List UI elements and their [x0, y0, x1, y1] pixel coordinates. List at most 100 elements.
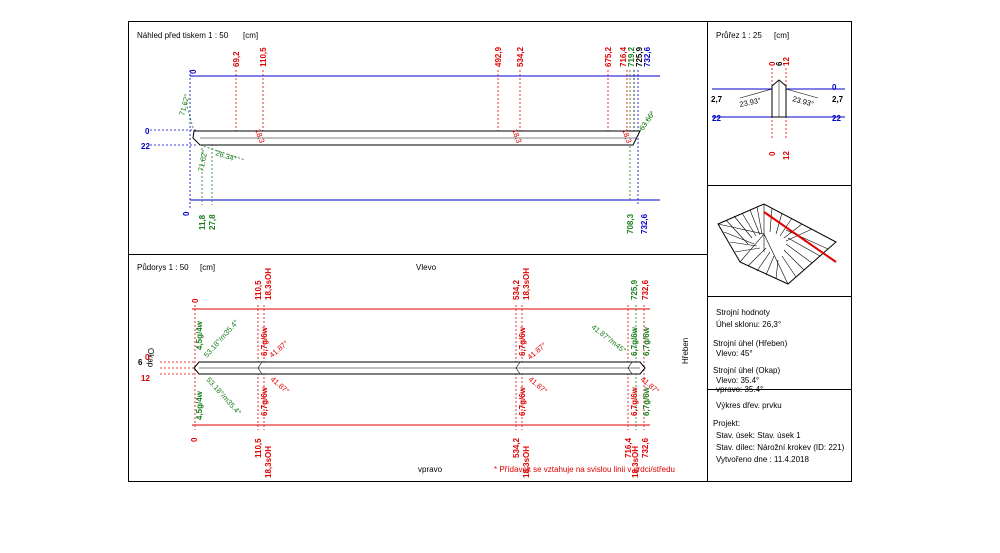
rafter-line: [783, 249, 805, 271]
rafter-line: [717, 223, 765, 235]
rafter-line: [787, 237, 821, 257]
preview-title: Náhled před tiskem 1 : 50: [137, 31, 229, 40]
rafter-line: [739, 233, 765, 263]
tag-67-e: 6,7g/6w: [630, 326, 639, 356]
plan-top-534: 534,2: [512, 279, 521, 300]
plan-bottom-534: 534,2: [512, 437, 521, 458]
rafter-line: [733, 215, 753, 239]
plan-label-hreben: Hřeben: [681, 338, 690, 364]
angle-guide: [185, 102, 195, 132]
dim-top-725: 725,9: [635, 46, 644, 67]
cut-mark: [257, 361, 263, 375]
values-ridge-left: Vlevo: 45°: [716, 349, 753, 358]
tag-67-d: 6,7g/6w: [518, 386, 527, 416]
dim-top-732: 732,6: [643, 46, 652, 67]
values-eave-right: vpravo: 35.4°: [716, 385, 763, 394]
red-guides: [235, 70, 628, 132]
dim-top-492: 492,9: [494, 46, 503, 67]
plan-title: Půdorys 1 : 50: [137, 263, 189, 272]
project-section: Stav. úsek: Stav. úsek 1: [716, 431, 801, 440]
plan-angle-41-d: 41.87°: [527, 375, 549, 396]
frame: [128, 21, 852, 482]
plan-unit: [cm]: [200, 263, 215, 272]
dim-top-110: 110,5: [259, 47, 268, 67]
dim-left-22: 22: [141, 142, 150, 151]
plan-left-12: 12: [141, 374, 150, 383]
plan-angle-left-top: 53.18°/m35.4°: [202, 318, 241, 359]
plan-bottom-716: 716,4: [624, 437, 633, 458]
section-left-27: 2,7: [711, 95, 723, 104]
section-right-0: 0: [832, 83, 837, 92]
plan-bottom-oh-3: 18,3sOH: [631, 446, 640, 478]
project-panel: Výkres dřev. prvku Projekt: Stav. úsek: …: [713, 401, 845, 464]
project-label: Projekt:: [713, 419, 740, 428]
cut-mark: [627, 361, 633, 375]
rafter-line: [756, 251, 771, 272]
dim-top-716: 716,4: [619, 46, 628, 67]
preview-panel: Náhled před tiskem 1 : 50 [cm]: [137, 31, 660, 234]
plan-panel: Půdorys 1 : 50 [cm] Vlevo vpravo Okap Hř…: [137, 263, 690, 478]
values-eave-left: Vlevo: 35.4°: [716, 376, 759, 385]
rafter-line: [729, 241, 758, 247]
plan-left-6: 6: [138, 358, 143, 367]
angle-right: 63.66°: [637, 109, 657, 132]
tag-67-f: 6,7g/6w: [630, 386, 639, 416]
plan-red-guides: [160, 305, 645, 430]
section-title: Průřez 1 : 25: [716, 31, 762, 40]
plan-top-0: 0: [191, 298, 200, 303]
rafter-line: [747, 247, 767, 267]
values-eave-title: Strojní úhel (Okap): [713, 366, 780, 375]
project-element: Stav. dílec: Nárožní krokev (ID: 221): [716, 443, 845, 452]
section-angle-left-label: 23.93°: [739, 96, 762, 109]
rafter-line: [734, 247, 761, 253]
dim-top-0: 0: [189, 69, 198, 74]
dim-bottom-732: 732,6: [640, 213, 649, 234]
roof-rafters: [717, 204, 829, 285]
highlighted-hip-rafter: [763, 211, 837, 263]
plan-angle-41-a: 41.87°: [268, 339, 290, 360]
plan-label-right: vpravo: [418, 465, 443, 474]
section-bottom-0: 0: [768, 151, 777, 156]
section-top-6: 6: [775, 61, 784, 66]
section-angle-right: [785, 88, 819, 99]
dim-left-0: 0: [145, 127, 150, 136]
plan-label-okap: Okap: [146, 348, 155, 368]
rafter-line: [781, 255, 797, 278]
rafter-line: [756, 206, 763, 235]
tag-67-g: 6,7g/6w: [642, 326, 651, 356]
section-top-12: 12: [782, 57, 791, 66]
tag-45-top: 4,5g/4w: [195, 320, 204, 350]
machine-values-panel: Strojní hodnoty Úhel sklonu: 26,3° Stroj…: [713, 308, 788, 394]
preview-unit: [cm]: [243, 31, 258, 40]
dim-top-534: 534,2: [516, 46, 525, 67]
section-angle-left: [739, 88, 773, 99]
dim-bottom-27: 27,8: [208, 214, 217, 230]
rafter-line: [749, 209, 761, 236]
tag-67-a: 6,7g/6w: [260, 326, 269, 356]
dim-top-675: 675,2: [604, 46, 613, 67]
section-right-27: 2,7: [832, 95, 844, 104]
cut-mark: [515, 361, 521, 375]
section-bottom-12: 12: [782, 151, 791, 160]
plan-top-oh-2: 18,3sOH: [522, 268, 531, 300]
plan-top-110: 110,5: [254, 280, 263, 300]
section-left-22: 22: [712, 114, 721, 123]
plan-bottom-oh-2: 18,3sOH: [522, 446, 531, 478]
values-ridge-title: Strojní úhel (Hřeben): [713, 339, 788, 348]
rafter-line: [775, 259, 779, 280]
section-unit: [cm]: [774, 31, 789, 40]
dim-bottom-708: 708,3: [626, 213, 635, 234]
plan-top-732: 732,6: [641, 279, 650, 300]
outer-frame: [128, 21, 852, 482]
dim-bottom-0: 0: [182, 211, 191, 216]
rafter-line: [741, 212, 757, 237]
angle-top-left: 71.62°: [177, 93, 191, 116]
rafter-line: [769, 207, 773, 233]
plan-left-0: 0: [145, 353, 150, 362]
plan-label-left: Vlevo: [416, 263, 437, 272]
project-created: Vytvořeno dne : 11.4.2018: [716, 455, 810, 464]
plan-angle-41-b: 41.87°: [269, 375, 291, 396]
plan-bottom-0: 0: [190, 437, 199, 442]
section-top-0: 0: [768, 61, 777, 66]
